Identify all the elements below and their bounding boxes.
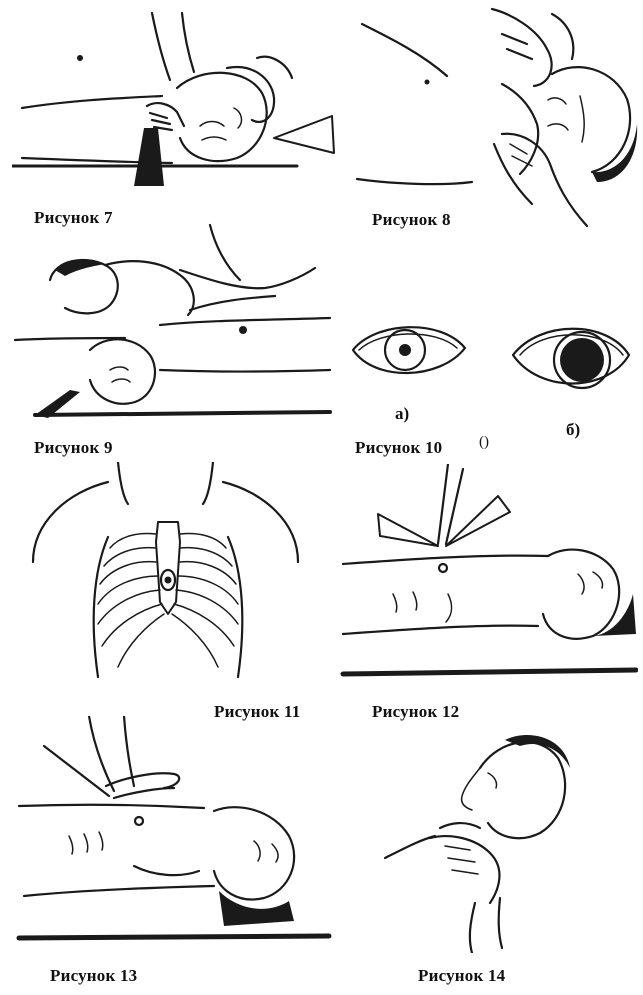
figure-10-caption: Рисунок 10 [355, 438, 443, 457]
figure-13-illustration [14, 716, 334, 946]
figure-13-caption: Рисунок 13 [50, 966, 138, 985]
figure-7-illustration [12, 8, 342, 198]
figure-9-caption: Рисунок 9 [34, 438, 113, 457]
figure-12-illustration [338, 464, 638, 684]
figure-10-label-b: б) [566, 420, 581, 439]
figure-8-illustration [352, 4, 640, 229]
figure-10-label-a: а) [395, 404, 410, 423]
figure-9-illustration [10, 220, 335, 438]
figure-14-caption: Рисунок 14 [418, 966, 506, 985]
figure-10-illustration [345, 300, 635, 420]
figure-10-mark: () [479, 434, 489, 450]
figure-11-caption: Рисунок 11 [214, 702, 301, 721]
figure-12-caption: Рисунок 12 [372, 702, 460, 721]
figure-7-caption: Рисунок 7 [34, 208, 113, 227]
figure-14-illustration [380, 728, 580, 953]
figure-11-illustration [28, 462, 313, 702]
figure-8-caption: Рисунок 8 [372, 210, 451, 229]
